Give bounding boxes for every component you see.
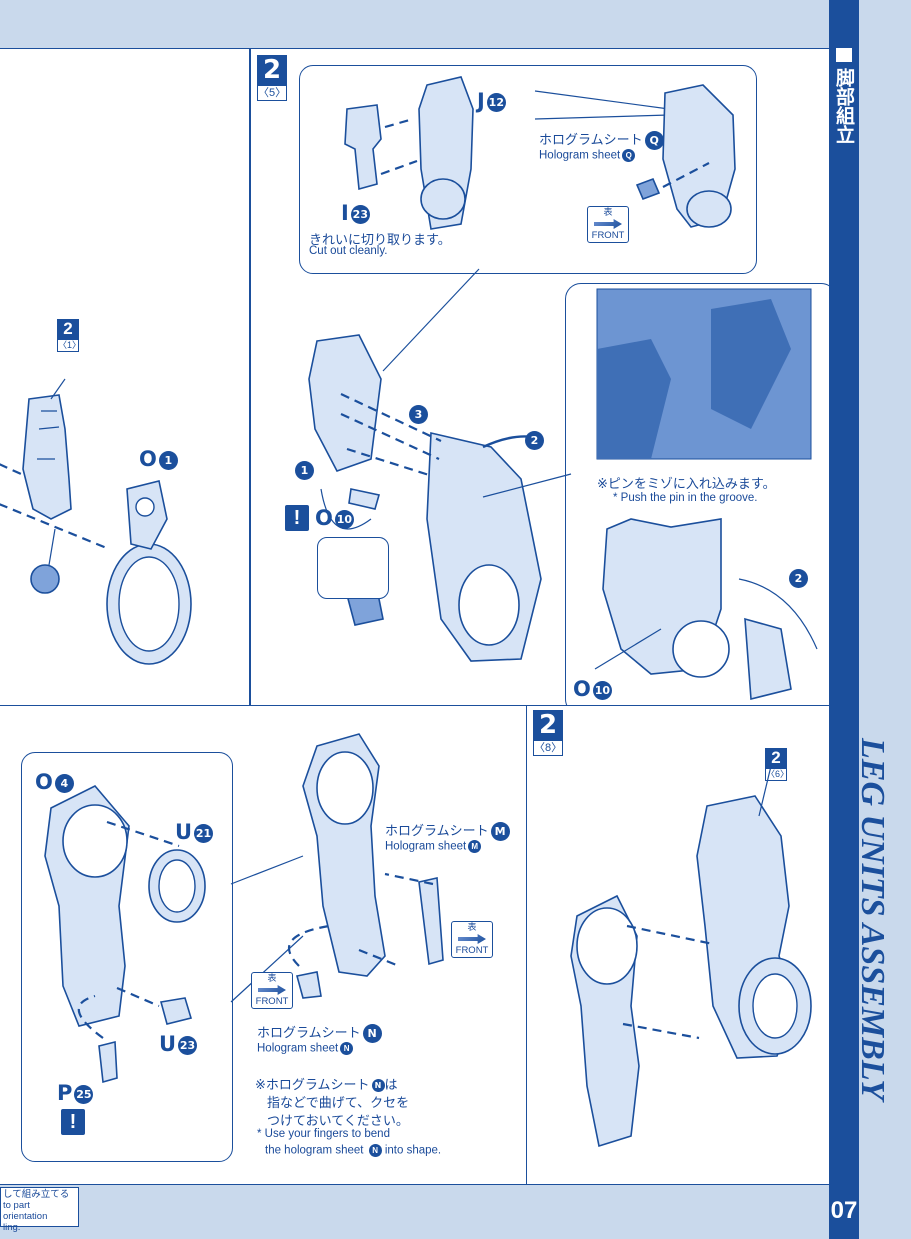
page-number: 07 bbox=[829, 1186, 859, 1239]
sub-step-badge: 2 〈6〉 bbox=[765, 748, 790, 781]
step8-illustration bbox=[570, 765, 812, 1148]
armor-plate-part bbox=[22, 394, 72, 520]
cut-instruction-jp: きれいに切り取ります。 bbox=[309, 233, 451, 248]
hologram-q-sheet bbox=[635, 177, 661, 201]
sub-step-badge: 2 〈1〉 bbox=[57, 319, 82, 352]
bend-note-en-2: the hologram sheet N into shape. bbox=[265, 1144, 442, 1157]
order-marker-2: 2 bbox=[523, 427, 544, 451]
frame-i23-part bbox=[344, 104, 382, 191]
upper-frame-part bbox=[308, 334, 382, 472]
hologram-m-sheet bbox=[418, 877, 444, 966]
hologram-n-sheet bbox=[296, 971, 322, 999]
cut-instruction-en: Cut out cleanly. bbox=[309, 245, 388, 257]
bend-note-en-1: * Use your fingers to bend bbox=[257, 1128, 390, 1140]
step-badge-5: 2 〈5〉 bbox=[257, 55, 287, 101]
pin-instruction-en: * Push the pin in the groove. bbox=[613, 492, 758, 504]
pin-instruction-jp: ※ピンをミゾに入れ込みます。 bbox=[597, 477, 776, 492]
detail-frame-box bbox=[565, 283, 829, 706]
bend-note-jp-3: つけておいてください。 bbox=[267, 1114, 409, 1129]
section-marker bbox=[836, 48, 852, 62]
step-badge-8: 2 〈8〉 bbox=[533, 710, 563, 756]
warning-icon: ! bbox=[61, 1109, 85, 1135]
front-indicator: 表 FRONT bbox=[251, 972, 293, 1009]
pin-detail-inset bbox=[317, 537, 389, 599]
sidebar-band bbox=[829, 0, 859, 1239]
section-title-en: LEG UNITS ASSEMBLY bbox=[854, 738, 891, 1101]
arrow-icon bbox=[594, 219, 622, 229]
leg-part-illustration bbox=[0, 378, 192, 665]
step5-illustration bbox=[308, 76, 818, 701]
section-title-jp: 脚部組立 bbox=[831, 48, 857, 144]
lower-left-illustration bbox=[44, 733, 444, 1084]
warning-icon: ! bbox=[285, 505, 309, 531]
front-indicator: 表 FRONT bbox=[451, 921, 493, 958]
poly-cap-part bbox=[30, 564, 60, 594]
panel-step-8: 2 〈8〉 2 〈6〉 bbox=[526, 705, 830, 1185]
order-marker-3: 3 bbox=[407, 401, 428, 425]
footer-note: して組み立てる to part orientation ling. bbox=[0, 1187, 79, 1233]
bend-note-jp-2: 指などで曲げて、クセを bbox=[267, 1096, 410, 1111]
pin-o10-part bbox=[348, 488, 381, 510]
detail-order-marker: 2 bbox=[787, 565, 808, 589]
pin-p25-part bbox=[98, 1040, 118, 1084]
order-marker-1: 1 bbox=[293, 457, 314, 481]
arrow-icon bbox=[458, 934, 486, 944]
arrow-icon bbox=[258, 985, 286, 995]
cap-u23-part bbox=[159, 997, 193, 1025]
front-indicator: 表 FRONT bbox=[587, 206, 629, 243]
